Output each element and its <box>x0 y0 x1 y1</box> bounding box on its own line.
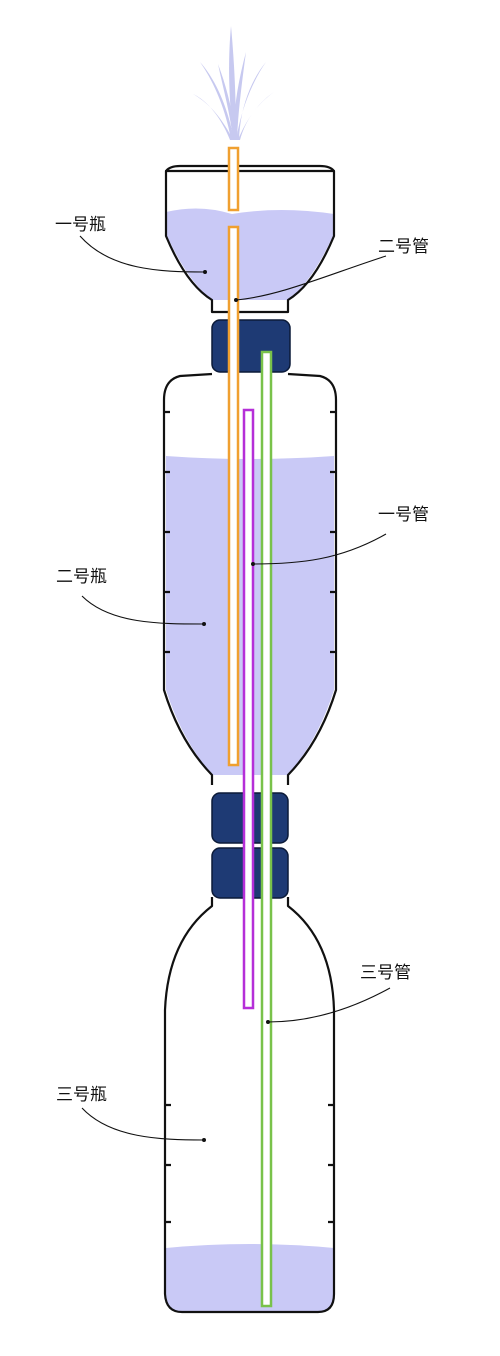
label-bottle-2-text: 二号瓶 <box>56 567 107 587</box>
bottle-3-outline <box>163 897 336 1314</box>
label-tube-3-text: 三号管 <box>360 963 411 983</box>
label-tube-1-text: 一号管 <box>378 505 429 525</box>
bottle-1 <box>164 164 336 314</box>
label-tube-3: 三号管 <box>266 963 411 1024</box>
tube-2-lower-segment <box>227 225 240 767</box>
tube-1 <box>242 408 255 1010</box>
label-bottle-3: 三号瓶 <box>56 1085 206 1142</box>
bottle-1-outline <box>164 169 336 314</box>
tube-2-upper-segment <box>227 146 240 212</box>
label-bottle-3-text: 三号瓶 <box>56 1085 107 1105</box>
tube-2 <box>227 146 240 767</box>
bottle-3 <box>163 897 336 1314</box>
bottle-1-water <box>166 208 334 300</box>
label-tube-2-text: 二号管 <box>378 237 429 257</box>
label-tube-2: 二号管 <box>234 237 429 302</box>
bottle-2-ribs <box>164 410 336 654</box>
cap-1 <box>211 319 291 373</box>
label-bottle-1: 一号瓶 <box>55 215 207 274</box>
bottle-3-ribs <box>165 1103 334 1224</box>
label-tube-1: 一号管 <box>251 505 429 566</box>
bottle-2-outline <box>162 372 338 785</box>
label-bottle-1-text: 一号瓶 <box>55 215 106 235</box>
bottle-3-water <box>166 1244 334 1312</box>
bottle-1-rim <box>165 164 335 172</box>
label-bottle-2: 二号瓶 <box>56 567 206 626</box>
fountain-spray <box>193 26 274 140</box>
tube-3 <box>260 350 273 1308</box>
